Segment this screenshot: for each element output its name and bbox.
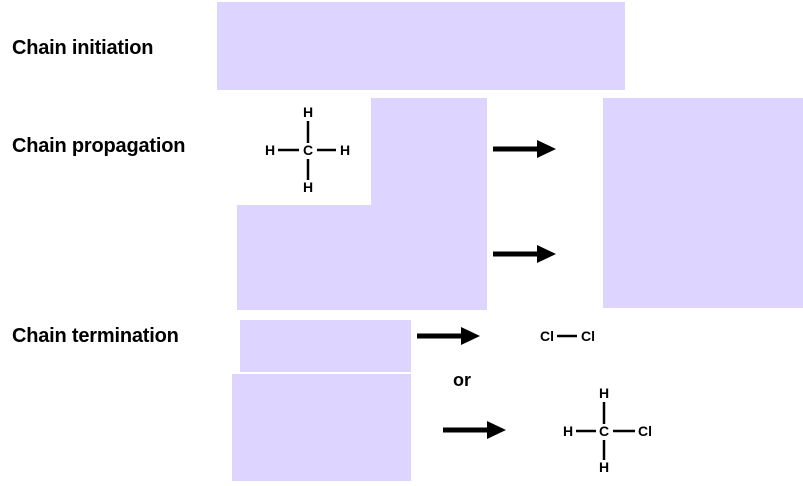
label-chain-termination: Chain termination (12, 325, 179, 347)
chloromethane-right-atom: Cl (638, 423, 652, 439)
propagation-reactant-box-1 (371, 98, 487, 206)
methane-top-atom: H (303, 104, 313, 120)
methane-center-atom: C (303, 142, 313, 158)
chlorine-right-atom: Cl (581, 328, 595, 344)
chloromethane-center-atom: C (599, 423, 609, 439)
chlorine-left-atom: Cl (540, 328, 554, 344)
chlorine-molecule: Cl Cl (540, 328, 595, 344)
propagation-reactant-box-2 (237, 205, 487, 310)
initiation-answer-box (217, 2, 625, 90)
methane-right-atom: H (340, 142, 350, 158)
propagation-arrow-1 (493, 140, 556, 158)
termination-arrow-1 (417, 327, 480, 345)
propagation-arrow-2 (493, 245, 556, 263)
chloromethane-bottom-atom: H (599, 459, 609, 475)
methane-structure: H H C H H (265, 104, 350, 195)
or-connector: or (453, 370, 471, 390)
methane-bottom-atom: H (303, 179, 313, 195)
termination-reactant-box-2 (232, 374, 411, 481)
methane-left-atom: H (265, 142, 275, 158)
termination-arrow-2 (443, 421, 506, 439)
chloromethane-top-atom: H (599, 385, 609, 401)
chloromethane-left-atom: H (563, 423, 573, 439)
label-chain-propagation: Chain propagation (12, 135, 186, 157)
propagation-products-box (603, 98, 803, 308)
label-chain-initiation: Chain initiation (12, 37, 154, 59)
termination-reactant-box-1 (240, 320, 411, 372)
chloromethane-structure: H H C Cl H (563, 385, 652, 475)
